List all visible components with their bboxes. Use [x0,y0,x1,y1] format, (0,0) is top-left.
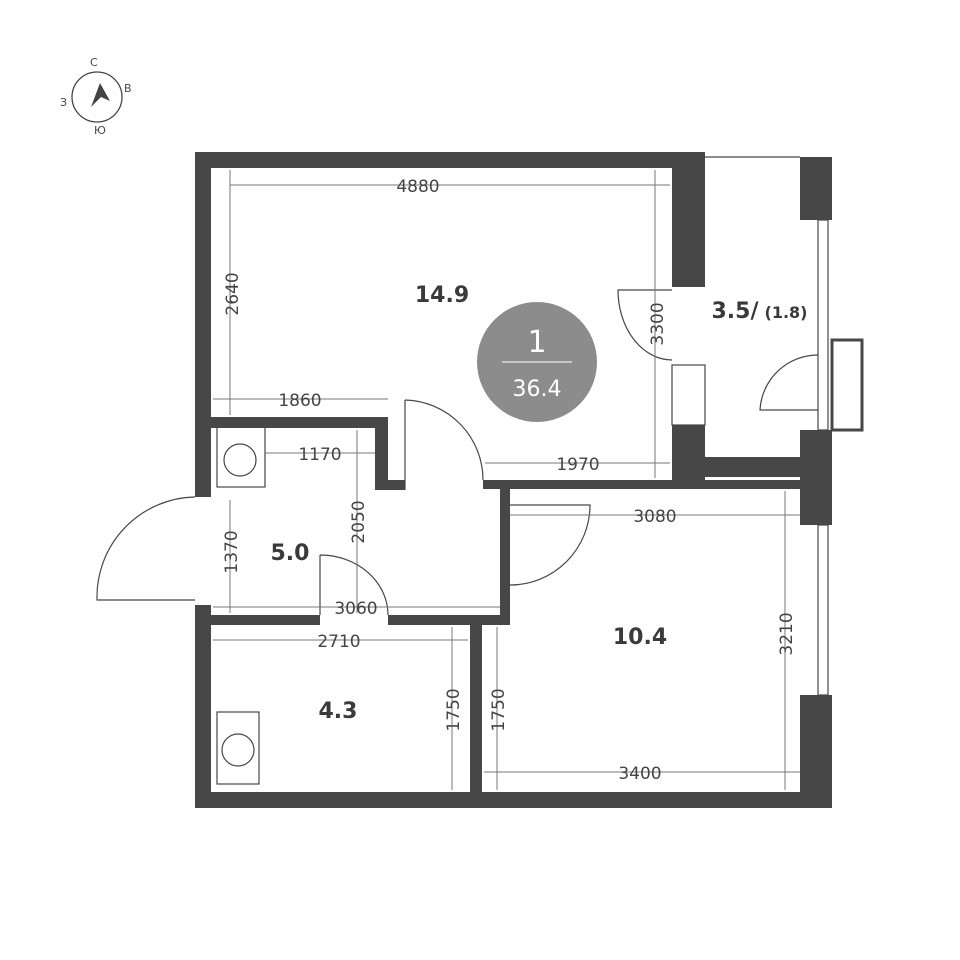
apartment-badge: 1 36.4 [477,302,597,422]
compass-east: В [124,82,132,95]
dim-wash-niche: 1170 [298,445,341,465]
dim-hall-side: 1370 [222,530,242,573]
dim-bath-depth: 1750 [444,688,464,731]
area-balcony-reduced: (1.8) [765,303,808,322]
area-living: 14.9 [415,283,469,308]
dim-living-height: 3300 [648,302,668,345]
badge-rooms: 1 [527,325,546,360]
area-balcony: 3.5/ [711,299,759,324]
compass: С В Ю З [60,56,132,137]
dim-bedroom-width: 3400 [618,764,661,784]
area-bath: 4.3 [319,699,358,724]
compass-north: С [90,56,98,69]
dimension-lines [213,170,800,790]
dim-living-right: 1970 [556,455,599,475]
dim-bedroom-left: 1750 [489,688,509,731]
compass-south: Ю [94,124,106,137]
dim-hall-depth: 2050 [349,500,369,543]
dim-bath-width: 2710 [317,632,360,652]
dim-living-lower: 1860 [278,391,321,411]
dim-bedroom-top: 3080 [633,507,676,527]
dim-living-depth: 2640 [223,272,243,315]
north-arrow-icon [91,83,110,107]
dimension-labels: 4880 2640 1860 1970 3300 1170 2050 1370 … [222,177,797,784]
badge-area: 36.4 [513,377,562,402]
room-areas: 14.9 3.5/ (1.8) 5.0 4.3 10.4 [271,283,808,724]
dim-hall-width: 3060 [334,599,377,619]
dim-living-width: 4880 [396,177,439,197]
dim-bedroom-depth: 3210 [777,612,797,655]
area-bedroom: 10.4 [613,625,667,650]
compass-west: З [60,96,67,109]
walls [195,152,832,808]
area-hall: 5.0 [271,541,310,566]
